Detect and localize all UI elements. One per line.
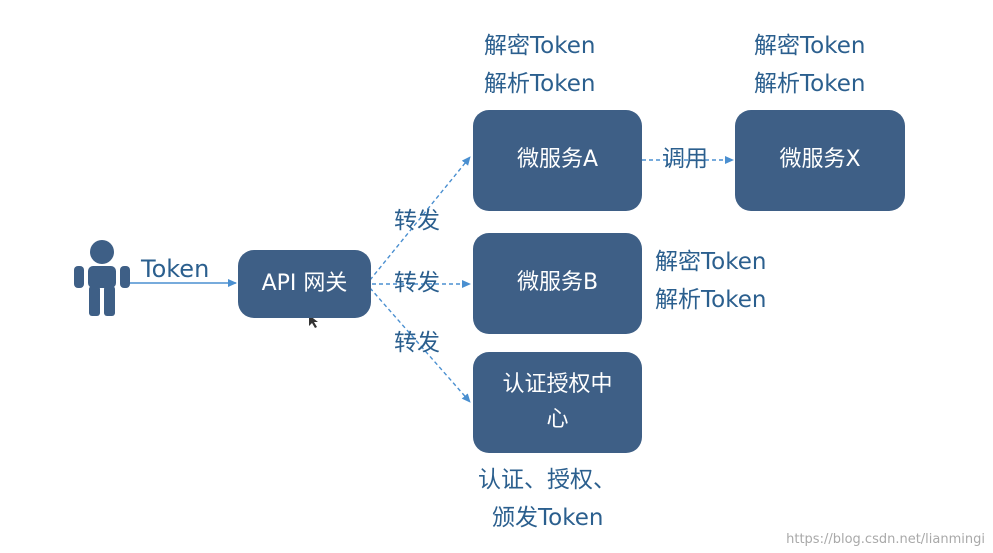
- service-b-note-decrypt: 解密Token: [655, 249, 767, 275]
- service-a-note-decrypt: 解密Token: [484, 33, 596, 59]
- service-x-note-parse: 解析Token: [754, 71, 866, 97]
- client-token-label: Token: [141, 255, 210, 283]
- forward-label-b: 转发: [394, 270, 440, 296]
- arrow-gateway-to-service-a: [369, 156, 471, 281]
- service-b-note-parse: 解析Token: [655, 287, 767, 313]
- service-x-node[interactable]: 微服务X: [735, 110, 905, 211]
- auth-center-node[interactable]: 认证授权中心: [473, 352, 642, 453]
- service-x-note-decrypt: 解密Token: [754, 33, 866, 59]
- auth-center-note-line2: 颁发Token: [492, 505, 604, 531]
- user-icon: [74, 240, 130, 316]
- auth-center-notes: 认证、授权、 颁发Token: [478, 461, 616, 537]
- service-b-node[interactable]: 微服务B: [473, 233, 642, 334]
- forward-label-a: 转发: [394, 208, 440, 234]
- service-b-notes: 解密Token 解析Token: [655, 243, 766, 319]
- auth-center-note-line1: 认证、授权、: [478, 467, 616, 493]
- api-gateway-node[interactable]: API 网关: [238, 250, 371, 318]
- service-a-notes: 解密Token 解析Token: [484, 27, 595, 103]
- service-x-notes: 解密Token 解析Token: [754, 27, 865, 103]
- service-a-node[interactable]: 微服务A: [473, 110, 642, 211]
- mouse-cursor-icon: [309, 315, 318, 328]
- service-a-note-parse: 解析Token: [484, 71, 596, 97]
- watermark: https://blog.csdn.net/lianmingi: [786, 532, 985, 547]
- arrow-gateway-to-auth-center: [369, 287, 471, 403]
- forward-label-auth: 转发: [394, 330, 440, 356]
- call-label: 调用: [662, 146, 708, 172]
